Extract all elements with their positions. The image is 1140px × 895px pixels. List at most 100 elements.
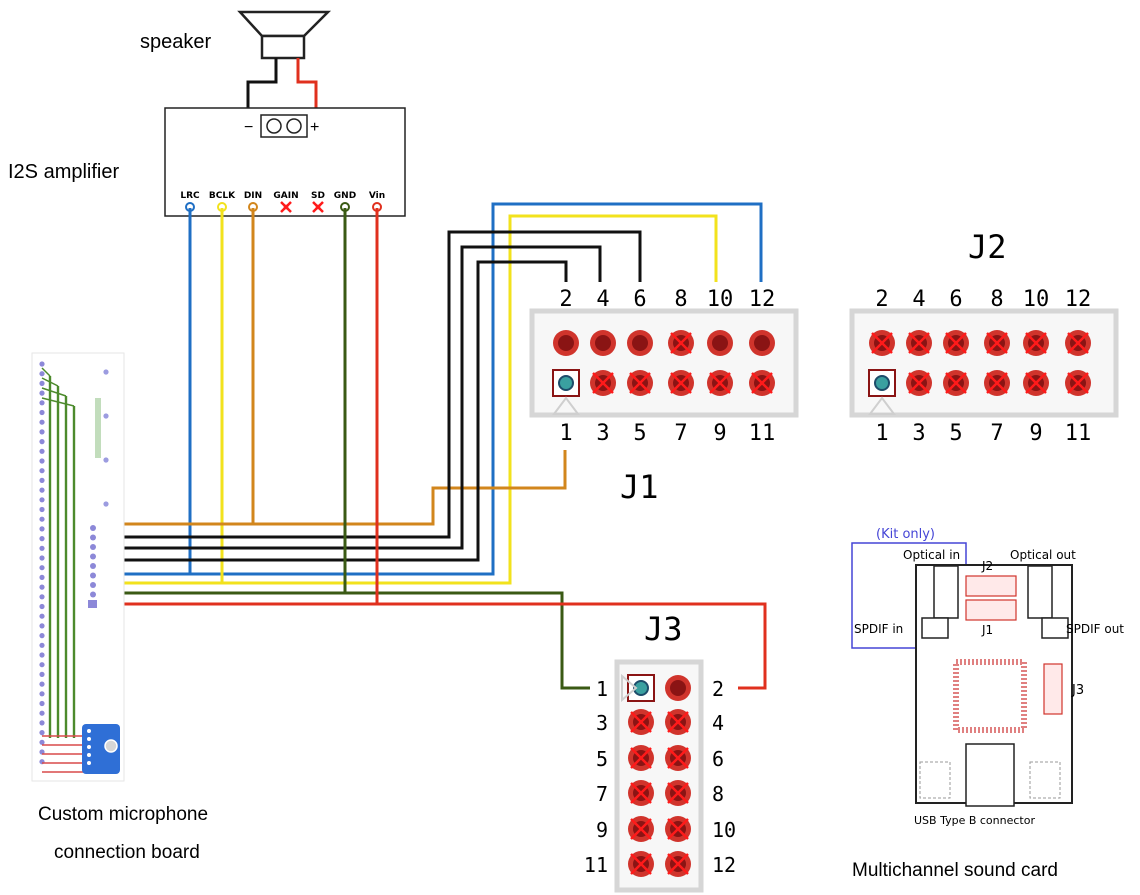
j1-pin-5-unused-mark	[629, 372, 651, 394]
amp-pin-sd-unused-mark	[312, 201, 324, 213]
j2-pin-4-unused-mark	[908, 332, 930, 354]
j1-pin-2-core	[558, 335, 574, 351]
j1-pin-9-unused-mark	[709, 372, 731, 394]
card-j2-label: J2	[981, 559, 993, 573]
board-pad	[39, 642, 45, 648]
j1-pin-1	[558, 375, 574, 391]
board-pad	[39, 448, 45, 454]
board-header-pad	[90, 591, 96, 598]
board-pad	[39, 361, 45, 367]
card-chip	[953, 659, 1027, 733]
mic-module	[82, 724, 120, 774]
j3-pin-3-unused-mark-stroke-b	[630, 711, 652, 733]
j2-bottom-number: 7	[990, 421, 1003, 446]
board-pad	[39, 681, 45, 687]
j3-right-number: 12	[712, 853, 736, 877]
j1-pin-4-core	[595, 335, 611, 351]
card-j2-header	[965, 575, 1017, 597]
j3-pin-1	[633, 680, 649, 696]
j3-pin-10-unused-mark	[667, 818, 689, 840]
j1-pin-6-core	[632, 335, 648, 351]
j2-pin-11-unused-mark	[1067, 372, 1089, 394]
board-header-key	[88, 600, 97, 608]
mic-module-pin	[87, 737, 91, 741]
j1-pin1-key	[552, 396, 580, 415]
j3-right-number: 2	[712, 677, 724, 701]
speaker-wire-negative	[246, 58, 278, 108]
board-header-pad	[90, 582, 96, 588]
speaker	[237, 10, 332, 108]
j2-bottom-number: 3	[912, 421, 925, 446]
card-j1-label: J1	[981, 623, 993, 637]
board-pad	[39, 419, 45, 425]
board-pad	[39, 633, 45, 639]
wire-vin-j3-pin2	[118, 602, 767, 690]
j3-left-number: 3	[596, 711, 608, 735]
j3-left-number: 11	[584, 853, 608, 877]
j2-pin-10-unused-mark	[1025, 332, 1047, 354]
speaker-wire-positive	[296, 58, 318, 108]
sound-card	[851, 542, 1073, 807]
spdif-out-port	[1041, 617, 1069, 639]
j3-right-number: 4	[712, 711, 724, 735]
j2-bottom-number: 1	[875, 421, 888, 446]
j2-pin-3-unused-mark	[908, 372, 930, 394]
j2-top-number: 10	[1023, 287, 1050, 312]
board-pad	[39, 429, 45, 435]
wire-lrc	[188, 202, 763, 576]
j3-pin-12-unused-mark-stroke-b	[667, 853, 689, 875]
optical-in-port	[933, 565, 959, 619]
amp-pin-label-gain: GAIN	[273, 191, 298, 201]
j2-pin-12-unused-mark	[1067, 332, 1089, 354]
j3-left-number: 5	[596, 747, 608, 771]
j2-pin-8-unused-mark	[986, 332, 1008, 354]
board-pad	[39, 710, 45, 716]
wire-bclk	[220, 208, 718, 585]
mic-module-pin	[87, 753, 91, 757]
board-header-pad	[90, 553, 96, 560]
j1-pin-8-unused-mark-stroke-b	[670, 332, 692, 354]
j2-housing	[849, 308, 1119, 418]
board-pad	[39, 565, 45, 571]
j1-pin-3-unused-mark-stroke-b	[592, 372, 614, 394]
wire-gnd-j1-pin4	[118, 245, 602, 550]
card-j3-header	[1043, 663, 1063, 715]
board-pad	[39, 487, 45, 493]
board-pad	[39, 390, 45, 396]
board-header-pad	[90, 525, 96, 531]
j2-pin1-key	[868, 396, 896, 415]
j2-top-number: 6	[949, 287, 962, 312]
board-pad	[39, 671, 45, 678]
j1-bottom-number: 5	[633, 421, 646, 446]
j1-bottom-number: 1	[559, 421, 572, 446]
j3-pin-2-core	[670, 680, 686, 696]
board-mount-hole	[103, 457, 109, 463]
amp-pin-gain-unused-mark	[280, 201, 292, 213]
mic-module-pin	[87, 761, 91, 765]
j3-pin-5-unused-mark-stroke-b	[630, 747, 652, 769]
board-pad	[39, 516, 45, 522]
board-pad	[39, 400, 45, 406]
j2-pin-2-unused-mark-stroke-b	[871, 332, 893, 354]
j1-pin-10-core	[712, 335, 728, 351]
j1-bottom-number: 11	[749, 421, 776, 446]
amp-pin-gain-unused-mark-stroke-b	[280, 201, 292, 213]
j3-left-number: 1	[596, 677, 608, 701]
j2-bottom-number: 9	[1029, 421, 1042, 446]
j2-pin-3-unused-mark-stroke-b	[908, 372, 930, 394]
board-header-pad	[90, 544, 96, 550]
j3-right-number: 6	[712, 747, 724, 771]
optical-in-label: Optical in	[903, 548, 960, 562]
j2-pin-8-unused-mark-stroke-b	[986, 332, 1008, 354]
board-mount-hole	[103, 413, 109, 419]
j2-pin-2-unused-mark	[871, 332, 893, 354]
j2-pin-5-unused-mark	[945, 372, 967, 394]
j3-pin-7-unused-mark	[630, 782, 652, 804]
j2-bottom-number: 5	[949, 421, 962, 446]
board-pad	[39, 545, 45, 551]
j3-pin-9-unused-mark	[630, 818, 652, 840]
terminal-screw-1	[266, 118, 282, 134]
j1-pin-12-core	[754, 335, 770, 351]
